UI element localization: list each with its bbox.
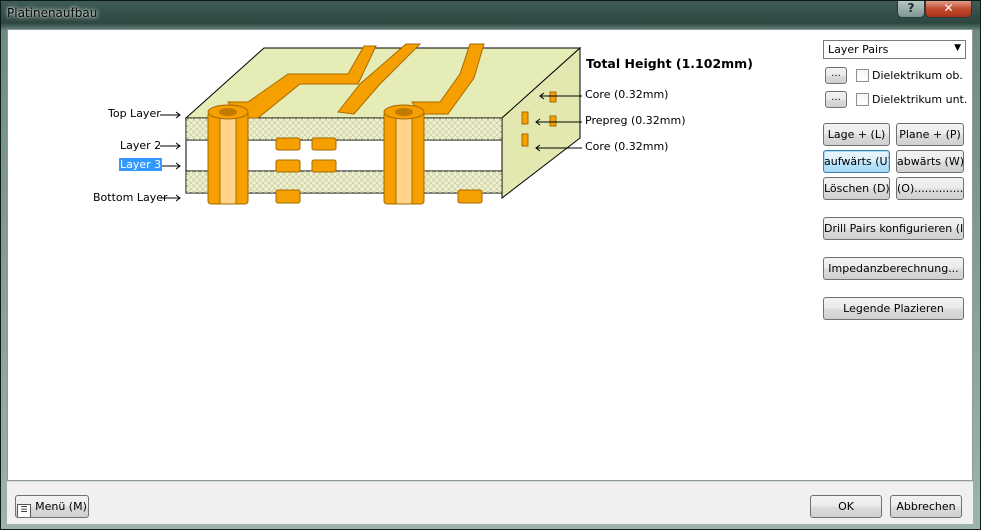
window-title: Platinenaufbau [7,6,98,20]
label-layer-3-selected[interactable]: Layer 3 [119,158,163,171]
close-button[interactable]: ✕ [925,1,972,18]
label-bottom-layer[interactable]: Bottom Layer [93,191,168,204]
label-core-1[interactable]: Core (0.32mm) [585,88,669,101]
menu-label: Menü (M) [35,500,87,513]
menu-icon: ☰ [17,504,32,517]
label-core-2[interactable]: Core (0.32mm) [585,140,669,153]
client-area: Top Layer Layer 2 Layer 3 Bottom Layer T… [7,29,973,481]
copper-trace-3 [411,43,485,115]
help-button[interactable]: ? [897,1,925,18]
label-prepreg[interactable]: Prepreg (0.32mm) [585,114,686,127]
browse-dielektrikum-ob-button[interactable]: ... [825,67,847,84]
inner-pad [275,137,301,151]
plane-plus-button[interactable]: Plane + (P) [896,123,964,146]
right-leaders [535,92,582,152]
properties-button[interactable]: (O)............... [896,177,964,200]
copper-trace-2 [337,43,422,115]
menu-button[interactable]: ☰Menü (M) [15,495,89,518]
select-value: Layer Pairs [828,43,889,56]
lage-plus-button[interactable]: Lage + (L) [823,123,890,146]
dielektrikum-ob-label: Dielektrikum ob. [872,69,963,82]
copper-trace-1 [227,45,377,119]
legende-plazieren-button[interactable]: Legende Plazieren [823,297,964,320]
abwaerts-button[interactable]: abwärts (W) [896,150,964,173]
impedanzberechnung-button[interactable]: Impedanzberechnung... [823,257,964,280]
stackup-diagram [160,43,582,205]
dielektrikum-unt-label: Dielektrikum unt. [872,93,968,106]
ok-button[interactable]: OK [810,495,882,518]
loeschen-button[interactable]: Löschen (D) [823,177,890,200]
dialog-footer: ☰Menü (M) OK Abbrechen [7,481,973,524]
label-layer-2[interactable]: Layer 2 [120,139,162,152]
left-leaders [160,111,181,202]
browse-dielektrikum-unt-button[interactable]: ... [825,91,847,108]
title-bar[interactable]: Platinenaufbau ? ✕ [1,1,980,27]
aufwaerts-button[interactable]: aufwärts (U) [823,150,890,173]
chevron-down-icon: ▼ [954,43,961,53]
dielektrikum-ob-checkbox[interactable] [856,69,869,82]
cancel-button[interactable]: Abbrechen [890,495,962,518]
drill-pairs-button[interactable]: Drill Pairs konfigurieren (I)... [823,217,964,240]
dielektrikum-unt-checkbox[interactable] [856,93,869,106]
label-top-layer[interactable]: Top Layer [108,107,161,120]
total-height: Total Height (1.102mm) [586,56,753,71]
layer-pairs-select[interactable]: Layer Pairs ▼ [823,40,966,59]
